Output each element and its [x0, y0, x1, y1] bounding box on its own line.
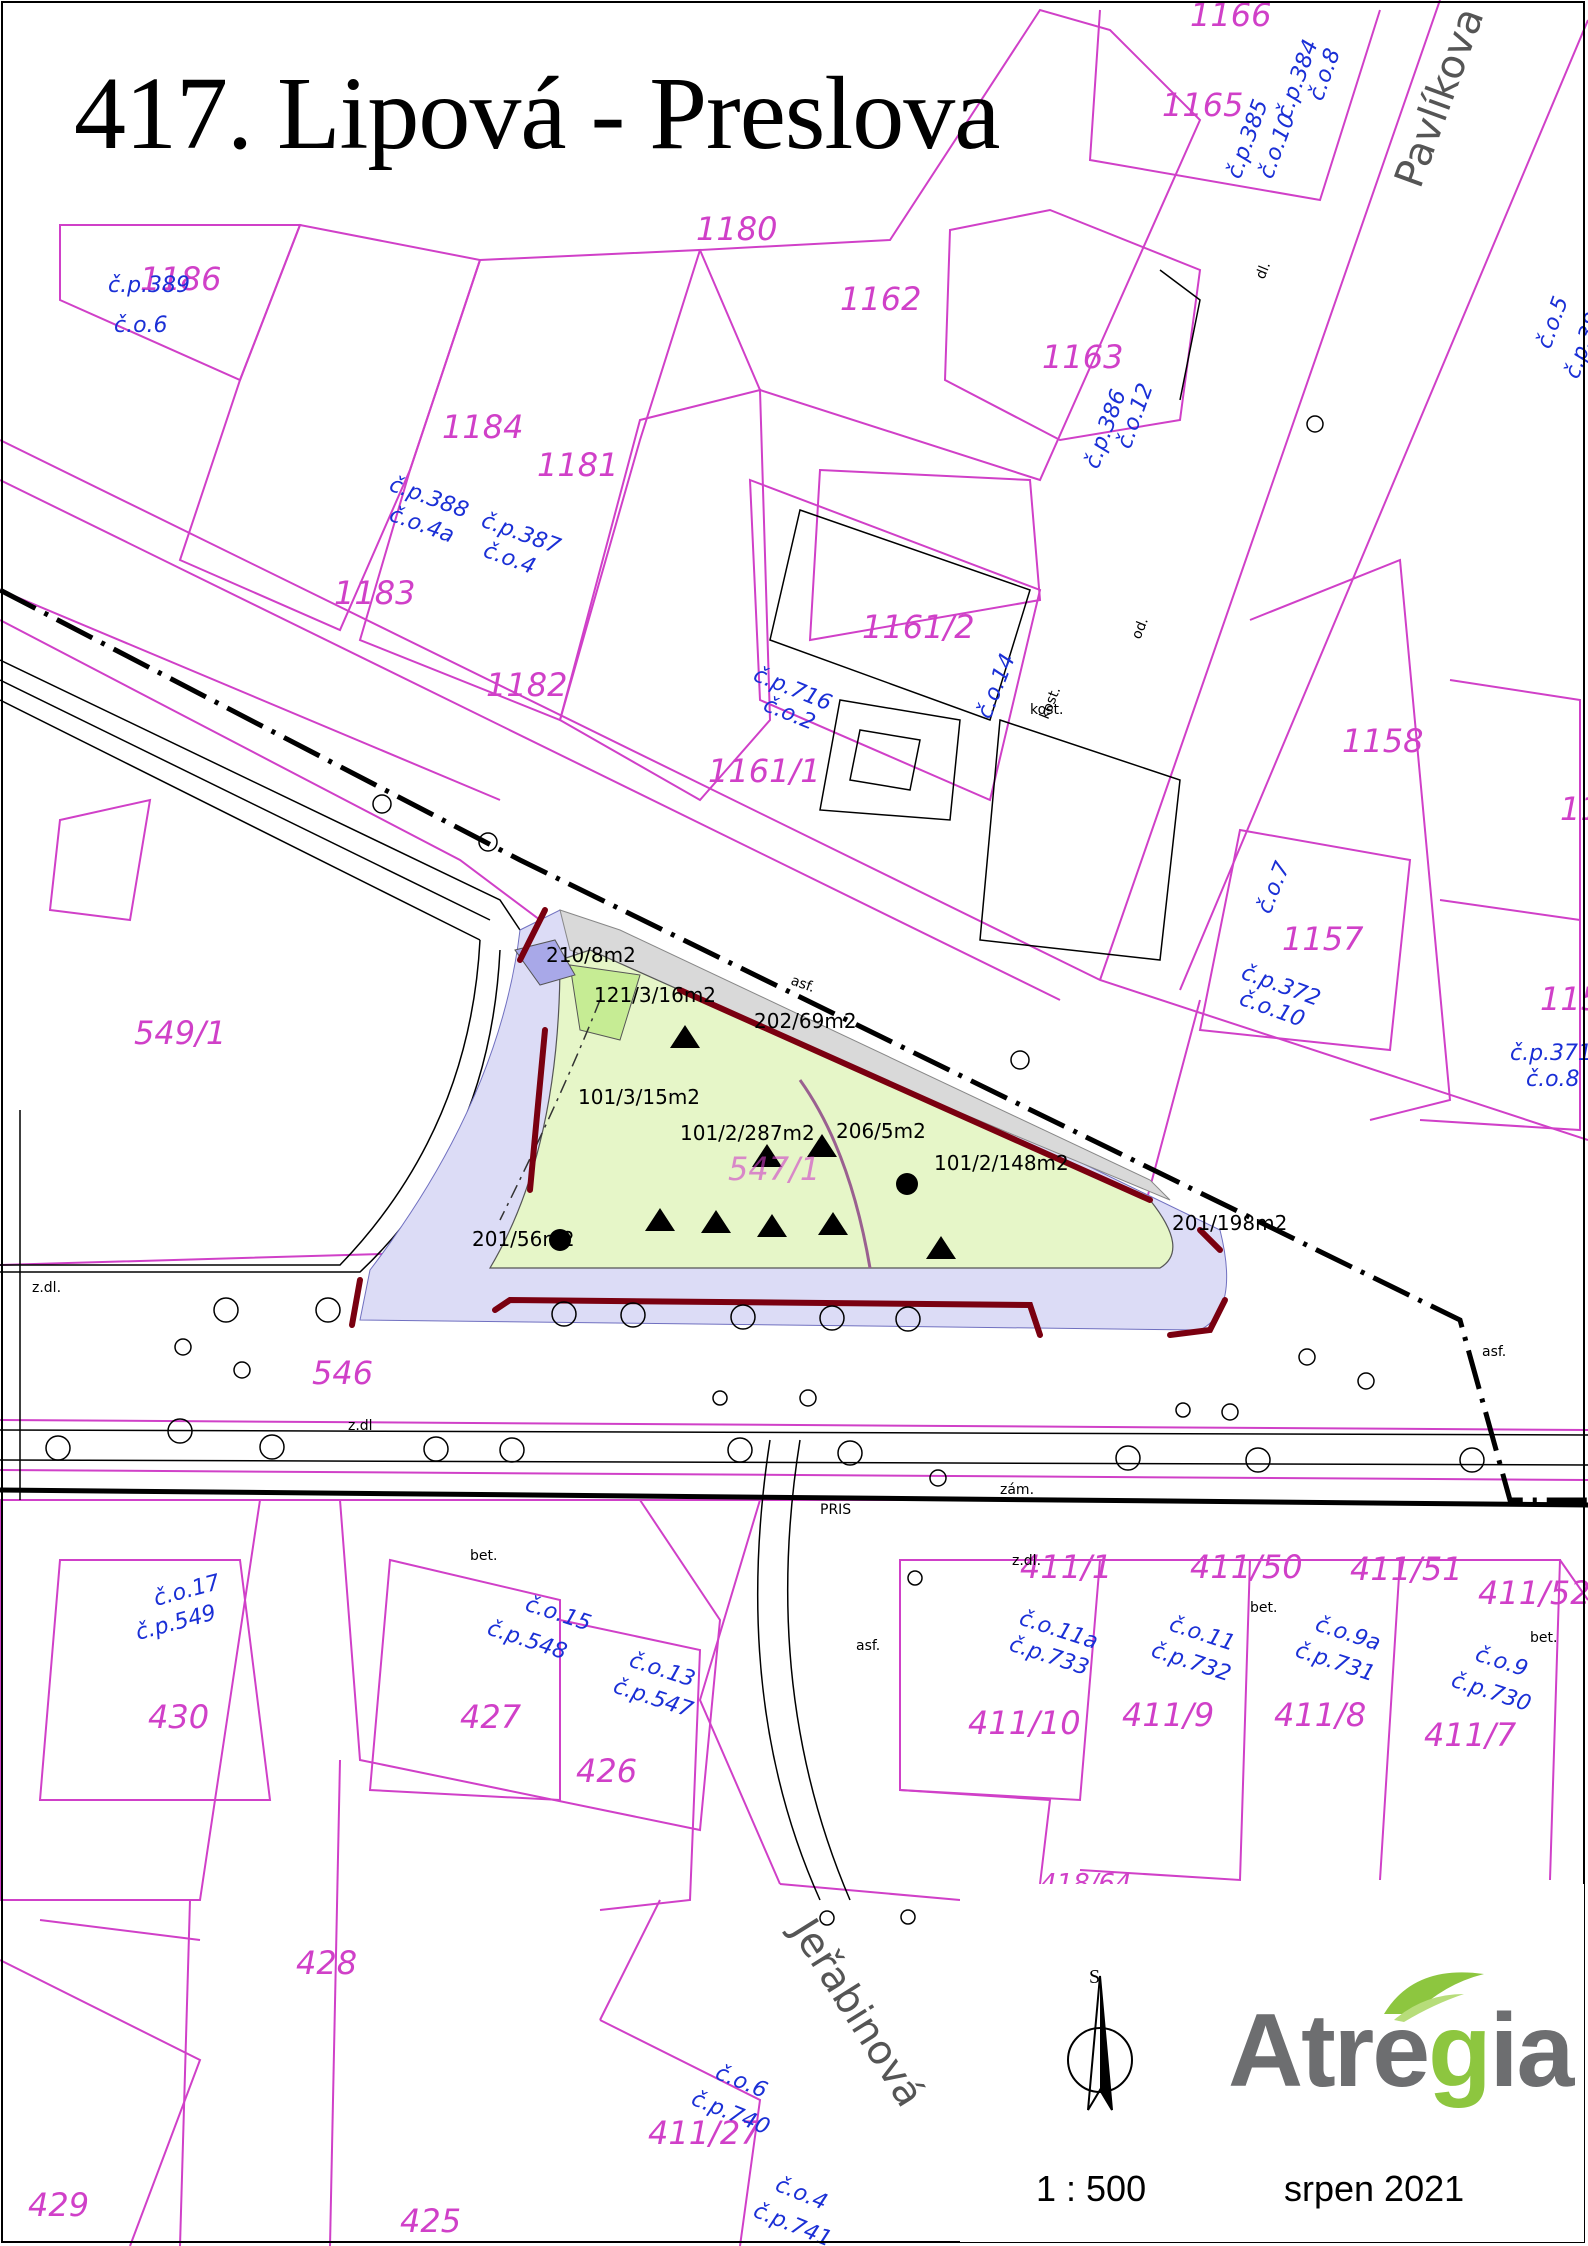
tree-markers: [549, 1025, 956, 1259]
plot-label: 1157: [1282, 920, 1364, 958]
area-label: 210/8m2: [546, 943, 636, 967]
street-name-pavlikova: Pavlíkova: [1386, 2, 1493, 194]
plot-label: 426: [576, 1752, 637, 1790]
green-corner: [569, 964, 641, 1041]
blue-corner: [514, 939, 576, 986]
plot-label: 411/7: [1424, 1716, 1517, 1754]
plot-label: 1163: [1042, 338, 1123, 376]
small-label: z.dl: [348, 1418, 373, 1434]
plot-label: 1161/1: [708, 752, 821, 790]
small-label: kost.: [1030, 702, 1063, 718]
address-label: č.p.371: [1510, 1041, 1588, 1066]
plot-label: 1183: [334, 574, 415, 612]
plot-label: 428: [296, 1944, 357, 1982]
plot-label: 427: [460, 1698, 522, 1736]
green-area: [488, 949, 1174, 1269]
small-label: z.dl.: [32, 1280, 61, 1296]
plot-label: 411/10: [968, 1704, 1081, 1742]
area-label: 101/3/15m2: [578, 1085, 700, 1109]
street-name-jerabinova: Jeřabinová: [780, 1908, 933, 2115]
plot-label: 1159: [1560, 790, 1588, 828]
area-label: 202/69m2: [754, 1009, 857, 1033]
plot-label: 1182: [486, 666, 567, 704]
plot-label: 411/50: [1190, 1548, 1303, 1586]
plot-label: 1181: [537, 446, 618, 484]
address-label: č.o.14: [972, 650, 1020, 722]
plot-label: 425: [400, 2202, 461, 2240]
plot-label: 115: [1540, 980, 1588, 1018]
plot-label: 547/1: [728, 1150, 820, 1188]
small-label: od.: [1129, 615, 1152, 641]
small-label: z.dl.: [1012, 1553, 1041, 1569]
map-symbols: [45, 415, 1485, 1926]
small-label: PRIS: [820, 1502, 851, 1518]
plot-label: 429: [28, 2186, 89, 2224]
leaf-icon: [1384, 1972, 1484, 2022]
main-boundary-line: [0, 1487, 1588, 1508]
plot-label: 1184: [442, 408, 523, 446]
plot-label: 411/52: [1478, 1574, 1588, 1612]
area-label: 206/5m2: [836, 1119, 926, 1143]
address-label: č.o.8: [1526, 1067, 1580, 1092]
small-label: bet.: [1530, 1630, 1557, 1646]
legend-panel: [960, 1884, 1584, 2242]
plot-label: 411/9: [1122, 1696, 1214, 1734]
logo-wordmark: Atregia: [1228, 1993, 1574, 2109]
area-label: 201/56m2: [472, 1227, 575, 1251]
plot-label: 1186: [140, 260, 221, 298]
small-label: asf.: [856, 1638, 880, 1654]
address-label: č.p.549: [133, 1600, 219, 1645]
address-label: č.o.5: [1532, 293, 1574, 352]
park-area: [349, 907, 1228, 1338]
area-labels: 210/8m2 121/3/16m2 202/69m2 101/3/15m2 1…: [472, 943, 1287, 1251]
area-label: 101/2/287m2: [680, 1121, 815, 1145]
small-label: asf.: [789, 973, 817, 996]
area-label: 101/2/148m2: [934, 1151, 1069, 1175]
plot-label: 411/51: [1350, 1550, 1463, 1588]
atregia-logo: Atregia: [1228, 1970, 1574, 2130]
plot-label: 1166: [1190, 0, 1271, 34]
plot-label: 411/8: [1274, 1696, 1366, 1734]
north-label: S: [1089, 1966, 1101, 1988]
small-label: zám.: [1000, 1482, 1034, 1498]
plot-label: 411/1: [1020, 1548, 1112, 1586]
small-label: bet.: [470, 1548, 497, 1564]
page-title: 417. Lipová - Preslova: [74, 56, 1000, 171]
plot-label: 549/1: [134, 1014, 226, 1052]
plot-label: 1161/2: [862, 608, 975, 646]
area-label: 201/198m2: [1172, 1211, 1287, 1235]
plot-label: 1158: [1342, 722, 1423, 760]
small-label: dl.: [1253, 260, 1274, 282]
address-label: č.o.6: [114, 313, 168, 338]
address-label: č.p.389: [108, 273, 190, 298]
plot-label: 1162: [840, 280, 921, 318]
plot-label: 1165: [1162, 86, 1243, 124]
small-labels: asf. kost. z.dl. z.dl bet. zám. PRIS asf…: [32, 260, 1557, 1654]
plot-label: 430: [148, 1698, 209, 1736]
plot-label: 546: [312, 1354, 373, 1392]
cadastral-boundary: [0, 587, 1588, 1503]
grey-strip: [559, 909, 1171, 1201]
area-label: 121/3/16m2: [594, 983, 716, 1007]
north-arrow-icon: [1067, 1975, 1133, 2111]
small-label: asf.: [1482, 1344, 1506, 1360]
plot-label: 411/27: [648, 2114, 761, 2152]
map-scale: 1 : 500: [1036, 2168, 1147, 2209]
address-label: č.o.7: [1252, 858, 1295, 917]
small-label: bet.: [1250, 1600, 1277, 1616]
map-date: srpen 2021: [1284, 2168, 1465, 2209]
plot-label: 1180: [696, 210, 777, 248]
